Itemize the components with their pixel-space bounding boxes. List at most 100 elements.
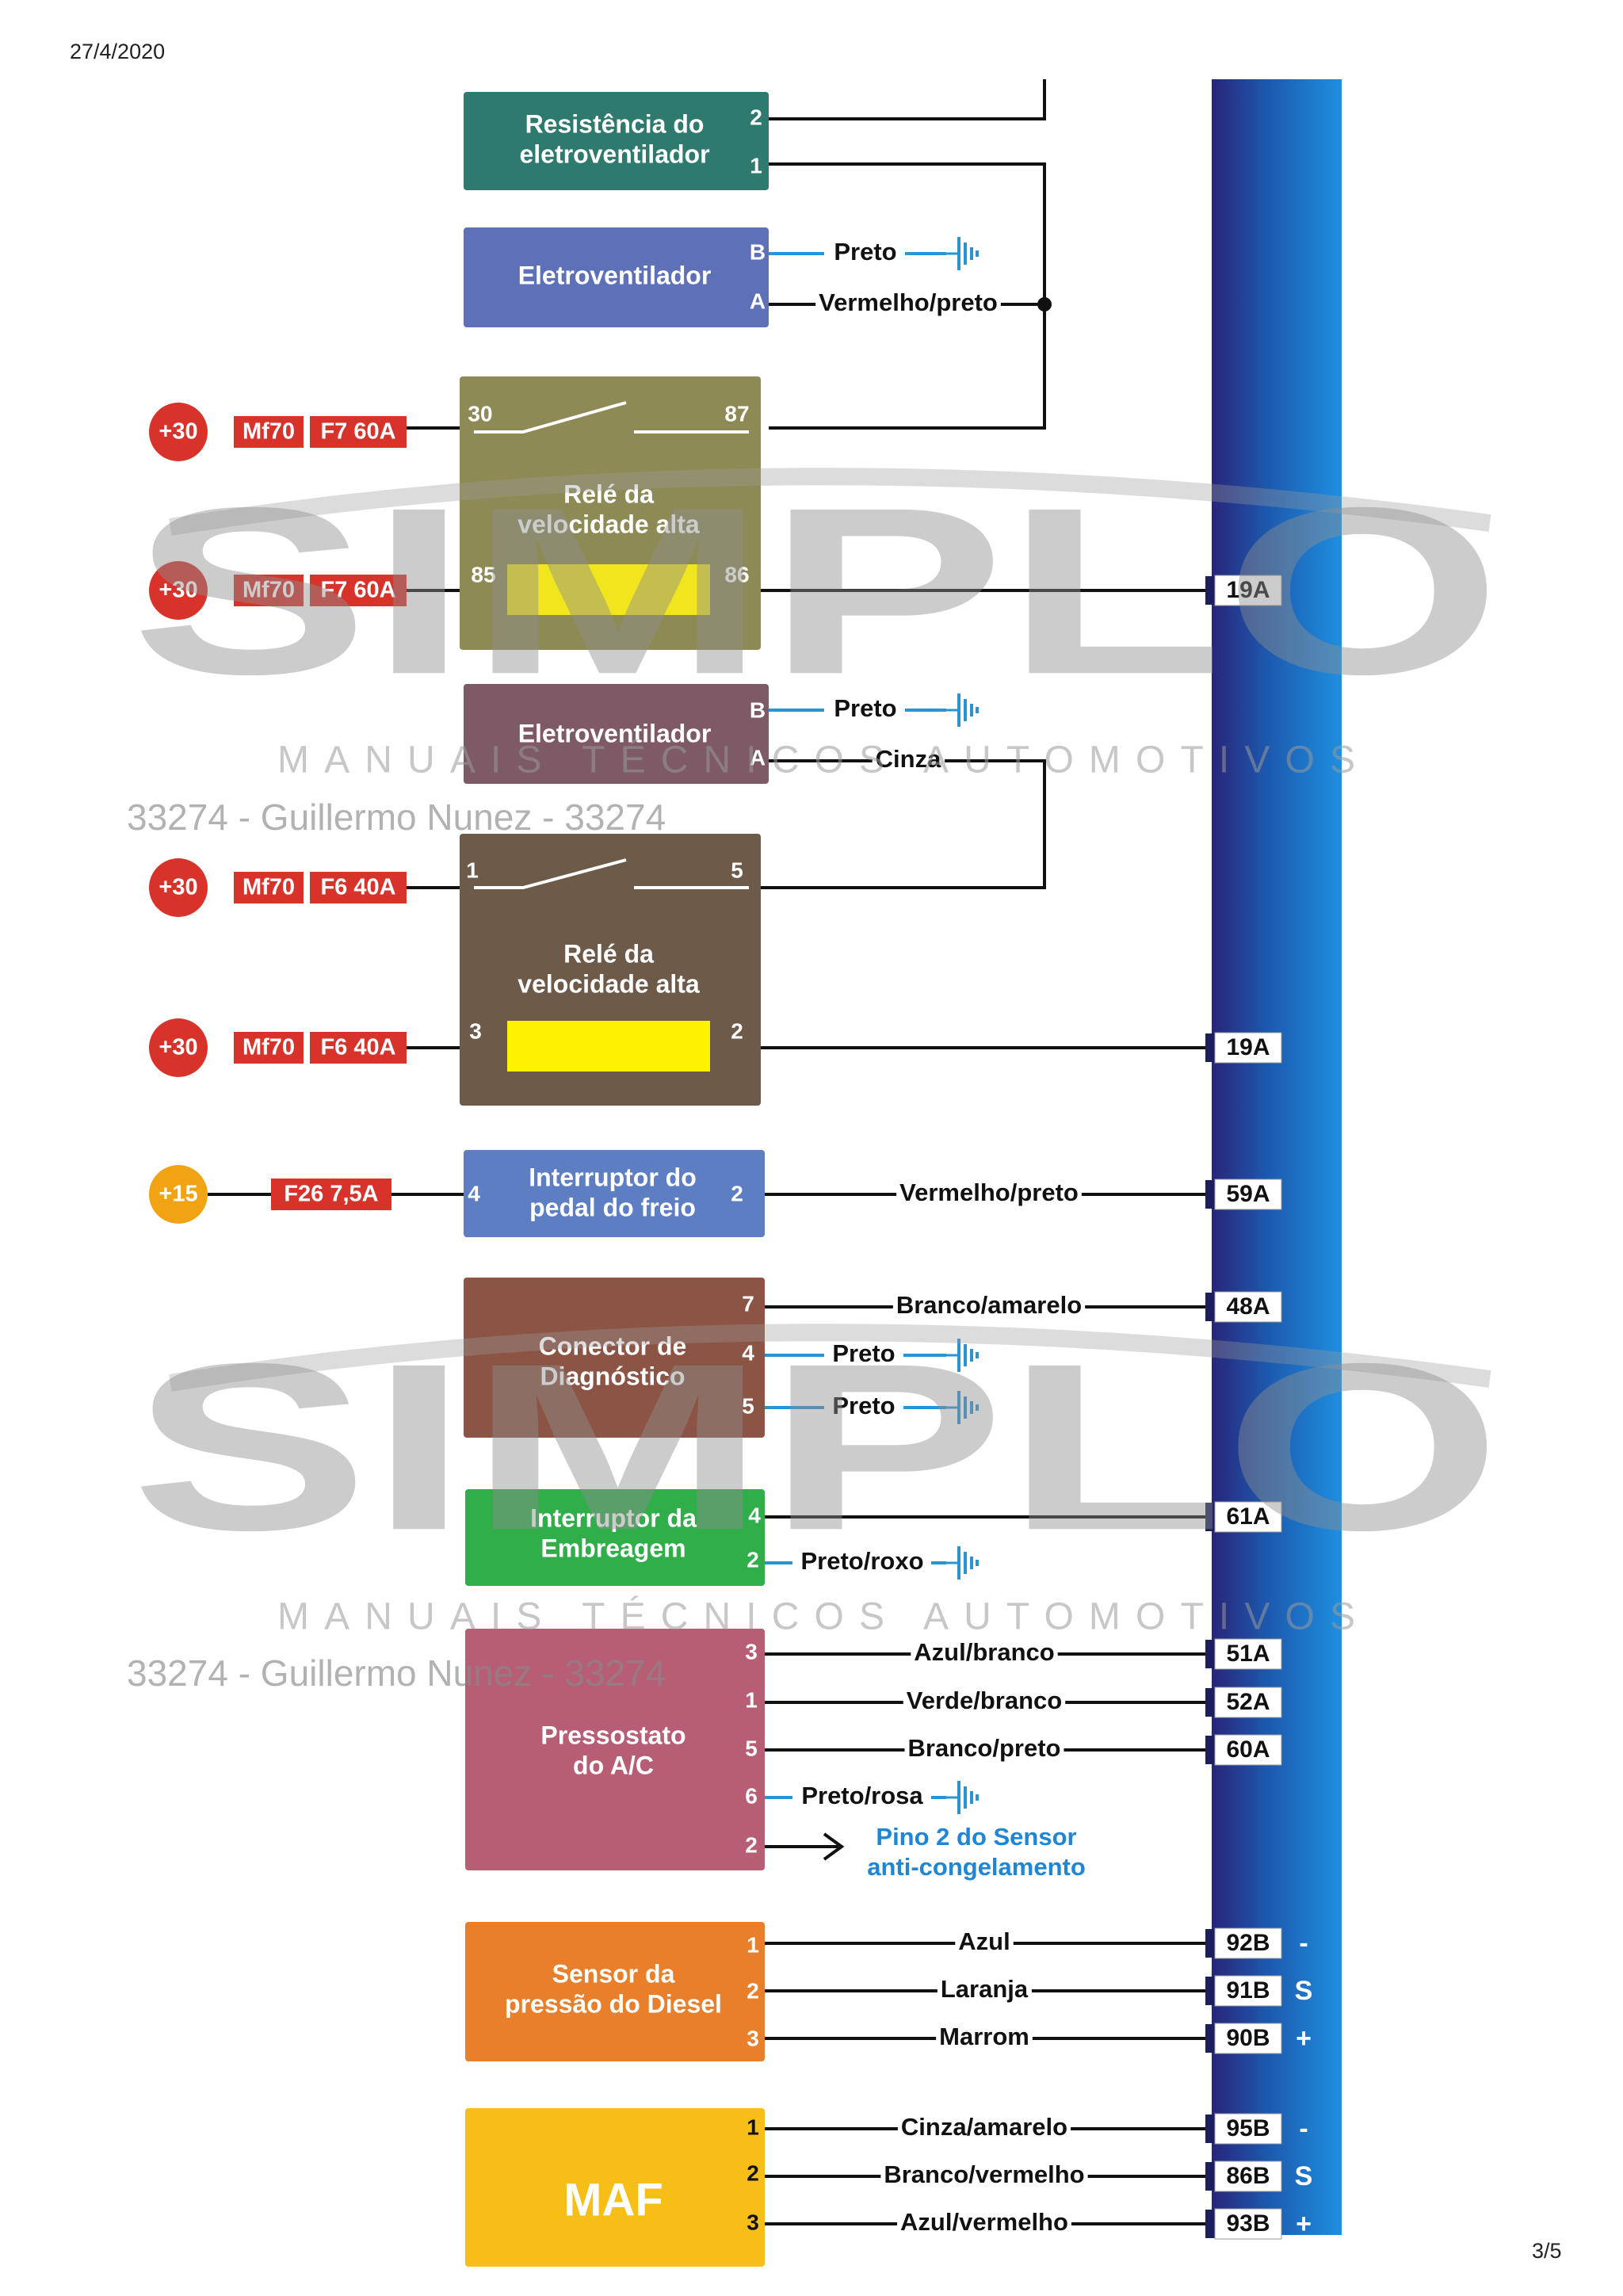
- relay-coil: [507, 1021, 710, 1072]
- supply-terminal: [149, 1165, 208, 1224]
- supply-label: +30: [158, 875, 197, 900]
- component-sensor-diesel: [465, 1922, 765, 2061]
- ecu-pin-marker: [1205, 1503, 1215, 1531]
- ecu-pin-box: [1214, 1501, 1282, 1533]
- wire-label-bg: [797, 1545, 927, 1577]
- pin-mark: -: [1299, 2114, 1308, 2144]
- component-label: do A/C: [573, 1751, 654, 1779]
- component-eletroventilador-2: [464, 684, 769, 784]
- ecu-pin-marker: [1205, 1033, 1215, 1062]
- pin-number: B: [750, 239, 766, 264]
- wire-label: Preto/roxo: [800, 1547, 923, 1575]
- ecu-pin-label: 61A: [1226, 1503, 1270, 1530]
- relay-coil: [507, 564, 710, 615]
- wire-label-bg: [897, 2206, 1071, 2238]
- ecu-pin-box: [1214, 2113, 1282, 2145]
- wire-label-bg: [798, 1780, 927, 1812]
- wire-label-bg: [897, 2111, 1071, 2143]
- fuse-label: Mf70: [242, 419, 295, 445]
- fuse-box: [310, 416, 407, 448]
- watermark-swoosh: [169, 1324, 1491, 1392]
- ecu-pin-box: [1214, 2208, 1282, 2240]
- wire-label: Preto: [834, 694, 896, 722]
- ecu-pin-label: 91B: [1226, 1977, 1270, 2004]
- supply-label: +30: [158, 419, 197, 445]
- supply-terminal: [149, 1018, 208, 1077]
- wire-label-bg: [831, 693, 900, 724]
- ecu-pin-label: 95B: [1226, 2115, 1270, 2141]
- component-label: Eletroventilador: [518, 719, 712, 747]
- wire-label-bg: [831, 236, 900, 268]
- watermark-brand: SIMPLO: [131, 457, 1502, 724]
- wire-label-bg: [829, 1338, 899, 1370]
- component-label: Interruptor do: [529, 1163, 697, 1191]
- pin-number: 3: [745, 1639, 758, 1664]
- pin-number: 2: [747, 2160, 759, 2185]
- fuse-label: Mf70: [242, 875, 295, 900]
- ecu-pin-box: [1214, 1179, 1282, 1210]
- fuse-label: Mf70: [242, 578, 295, 603]
- wire-label: Branco/amarelo: [896, 1291, 1082, 1319]
- wire-label: Cinza: [876, 745, 941, 773]
- fuse-box: [271, 1179, 391, 1210]
- pin-number: A: [750, 288, 766, 313]
- ground-icon: [946, 235, 979, 272]
- pin-mark: -: [1299, 1928, 1308, 1958]
- component-label: Relé da: [563, 479, 654, 508]
- ecu-pin-label: 93B: [1226, 2210, 1270, 2237]
- ecu-pin-marker: [1205, 1293, 1215, 1321]
- component-label: eletroventilador: [519, 139, 709, 168]
- fuse-label: F6 40A: [320, 1035, 395, 1060]
- pin-number: 5: [742, 1393, 754, 1418]
- note-text: anti-congelamento: [867, 1853, 1086, 1881]
- ecu-pin-box: [1214, 1734, 1282, 1766]
- wire-label: Azul/vermelho: [900, 2208, 1068, 2236]
- component-label: Interruptor da: [530, 1503, 697, 1532]
- ecu-pin-label: 59A: [1226, 1181, 1270, 1207]
- ecu-pin-label: 52A: [1226, 1689, 1270, 1715]
- ecu-pin-label: 19A: [1226, 1034, 1270, 1060]
- ecu-pin-marker: [1205, 2024, 1215, 2053]
- pin-number: 7: [742, 1291, 754, 1316]
- wire-label: Branco/preto: [908, 1734, 1061, 1762]
- fuse-box: [310, 575, 407, 606]
- junction-dot: [1037, 297, 1052, 311]
- ecu-pin-label: 51A: [1226, 1641, 1270, 1667]
- fuse-box: [234, 416, 304, 448]
- pin-number: 30: [468, 401, 492, 426]
- watermark-tagline: MANUAIS TÉCNICOS AUTOMOTIVOS: [277, 739, 1355, 781]
- wire-label: Laranja: [941, 1975, 1029, 2003]
- pin-mark: +: [1296, 2209, 1312, 2239]
- fuse-label: F6 40A: [320, 875, 395, 900]
- pin-mark: S: [1295, 1976, 1313, 2006]
- fuse-label: F7 60A: [320, 419, 395, 445]
- ecu-pin-marker: [1205, 1640, 1215, 1668]
- supply-terminal: [149, 403, 208, 461]
- ecu-pin-label: 92B: [1226, 1930, 1270, 1956]
- supply-label: +30: [158, 578, 197, 603]
- pin-number: 3: [747, 2210, 759, 2234]
- wire-label-bg: [955, 1926, 1014, 1958]
- fuse-label: Mf70: [242, 1035, 295, 1060]
- fuse-box: [234, 872, 304, 904]
- pin-number: 3: [747, 2026, 759, 2050]
- ecu-pin-marker: [1205, 1180, 1215, 1209]
- pin-number: 6: [745, 1783, 758, 1808]
- component-maf: [465, 2108, 765, 2267]
- supply-terminal: [149, 561, 208, 620]
- pin-number: A: [750, 745, 766, 770]
- ecu-pin-label: 19A: [1226, 577, 1270, 603]
- fuse-label: F7 60A: [320, 578, 395, 603]
- pin-number: 87: [724, 401, 749, 426]
- pin-number: 2: [747, 1978, 759, 2003]
- fuse-label: F26 7,5A: [284, 1182, 378, 1207]
- wire-label-bg: [892, 1289, 1086, 1321]
- ecu-pin-marker: [1205, 2210, 1215, 2238]
- wire-label: Cinza/amarelo: [901, 2113, 1067, 2141]
- ecu-pin-box: [1214, 1975, 1282, 2007]
- wire-label: Azul/branco: [914, 1638, 1054, 1666]
- ecu-pin-marker: [1205, 1977, 1215, 2005]
- pin-mark: +: [1296, 2023, 1312, 2053]
